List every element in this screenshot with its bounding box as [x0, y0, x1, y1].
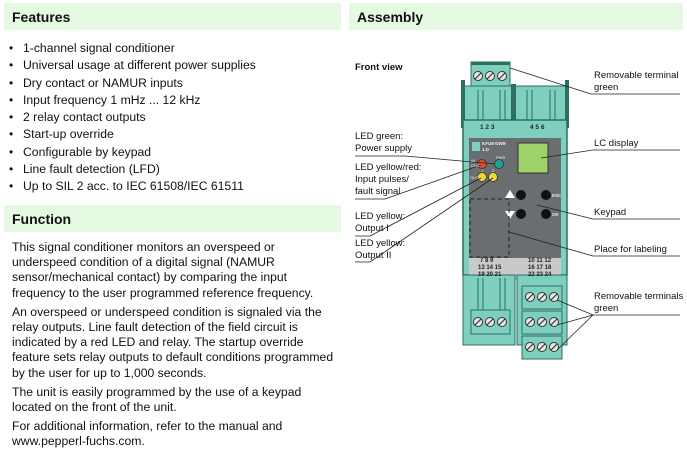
assembly-diagram: Front view	[345, 0, 687, 451]
callout-text: LED yellow/red:	[355, 162, 422, 173]
callout-labeling: Place for labeling	[594, 244, 667, 255]
led2-number: 2	[492, 168, 495, 173]
led1-number: 1	[481, 168, 484, 173]
callout-text: Output II	[355, 250, 392, 261]
callout-lc-display: LC display	[594, 138, 639, 149]
led-yellow-1-icon	[477, 172, 487, 182]
callout-text: Removable terminal	[594, 70, 679, 81]
in-label: IN	[471, 158, 475, 163]
terminal-row-right: 16 17 18	[528, 265, 552, 271]
function-paragraph: The unit is easily programmed by the use…	[12, 384, 302, 415]
feature-item: Configurable by keypad	[9, 144, 345, 162]
led-green-icon	[494, 159, 504, 169]
assembly-title: Assembly	[357, 8, 424, 25]
function-paragraph: An overspeed or underspeed condition is …	[12, 304, 334, 380]
out-label: OUT	[470, 175, 479, 180]
callout-text: fault signal	[355, 186, 401, 197]
function-title: Function	[12, 210, 72, 227]
front-view-label: Front view	[355, 62, 403, 73]
top-terminal-block	[470, 61, 511, 87]
callout-text: LED yellow:	[355, 238, 406, 249]
callout-led-yellow-red: LED yellow/red: Input pulses/ fault sign…	[355, 162, 422, 198]
terminal-numbers-top-right: 4 5 6	[530, 124, 545, 131]
function-paragraph: For additional information, refer to the…	[12, 419, 283, 449]
features-title: Features	[12, 8, 71, 25]
key-esc-button	[541, 190, 551, 200]
up-arrow-icon	[505, 190, 515, 198]
callout-text: green	[594, 303, 619, 314]
callout-led-green: LED green: Power supply	[355, 131, 412, 155]
callout-keypad: Keypad	[594, 207, 627, 218]
esc-label: ESC	[552, 193, 562, 198]
logo-icon	[472, 142, 480, 151]
callout-led-yellow-1: LED yellow: Output I	[355, 211, 405, 235]
feature-item: 2 relay contact outputs	[9, 109, 345, 127]
terminal-row-left: 19 20 21	[478, 272, 502, 278]
terminal-row-left: 13 14 15	[478, 265, 502, 271]
ok-label: OK	[552, 212, 559, 217]
callout-text: LED green:	[355, 131, 404, 142]
labeling-area	[469, 198, 510, 258]
feature-item: Input frequency 1 mHz ... 12 kHz	[9, 92, 345, 110]
device-drawing	[355, 61, 680, 360]
feature-item: Up to SIL 2 acc. to IEC 61508/IEC 61511	[9, 178, 345, 196]
led-red-icon	[477, 159, 487, 169]
feature-item: Start-up override	[9, 126, 345, 144]
function-body: This signal conditioner monitors an over…	[12, 240, 342, 454]
key-up-button	[516, 190, 526, 200]
callout-removable-terminal: Removable terminal green	[594, 70, 678, 94]
function-paragraph: This signal conditioner monitors an over…	[12, 240, 314, 300]
callout-text: Input pulses/	[355, 174, 409, 185]
left-column: Features 1-channel signal conditioner Un…	[0, 0, 345, 451]
feature-item: 1-channel signal conditioner	[9, 40, 345, 58]
callout-text: Power supply	[355, 143, 413, 154]
terminal-row-right: 22 23 24	[528, 272, 552, 278]
callout-text: Removable terminals	[594, 291, 684, 302]
callout-led-yellow-2: LED yellow: Output II	[355, 238, 405, 262]
callout-text: Output I	[355, 223, 389, 234]
features-list: 1-channel signal conditioner Universal u…	[0, 40, 345, 196]
key-down-button	[516, 209, 526, 219]
key-ok-button	[541, 209, 551, 219]
chk-label: CHK	[471, 163, 480, 168]
terminal-numbers-top-left: 1 2 3	[480, 124, 495, 131]
function-header: Function	[4, 205, 341, 232]
features-header: Features	[4, 3, 341, 30]
model-label-line2: 1.D	[482, 147, 490, 152]
feature-item: Line fault detection (LFD)	[9, 161, 345, 179]
feature-item: Universal usage at different power suppl…	[9, 57, 345, 75]
right-column: Assembly Front view	[345, 0, 687, 451]
callout-text: green	[594, 82, 619, 93]
feature-item: Dry contact or NAMUR inputs	[9, 75, 345, 93]
model-label-line1: KFU8-DW8-	[482, 141, 507, 146]
assembly-header: Assembly	[349, 3, 683, 30]
terminal-row-right: 10 11 12	[528, 258, 552, 264]
callout-text: LED yellow:	[355, 211, 406, 222]
down-arrow-icon	[505, 211, 515, 219]
callout-removable-terminals: Removable terminals green	[594, 291, 683, 315]
terminal-row-left: 7 8 9	[480, 258, 494, 264]
pwr-label: PWR	[496, 155, 506, 160]
